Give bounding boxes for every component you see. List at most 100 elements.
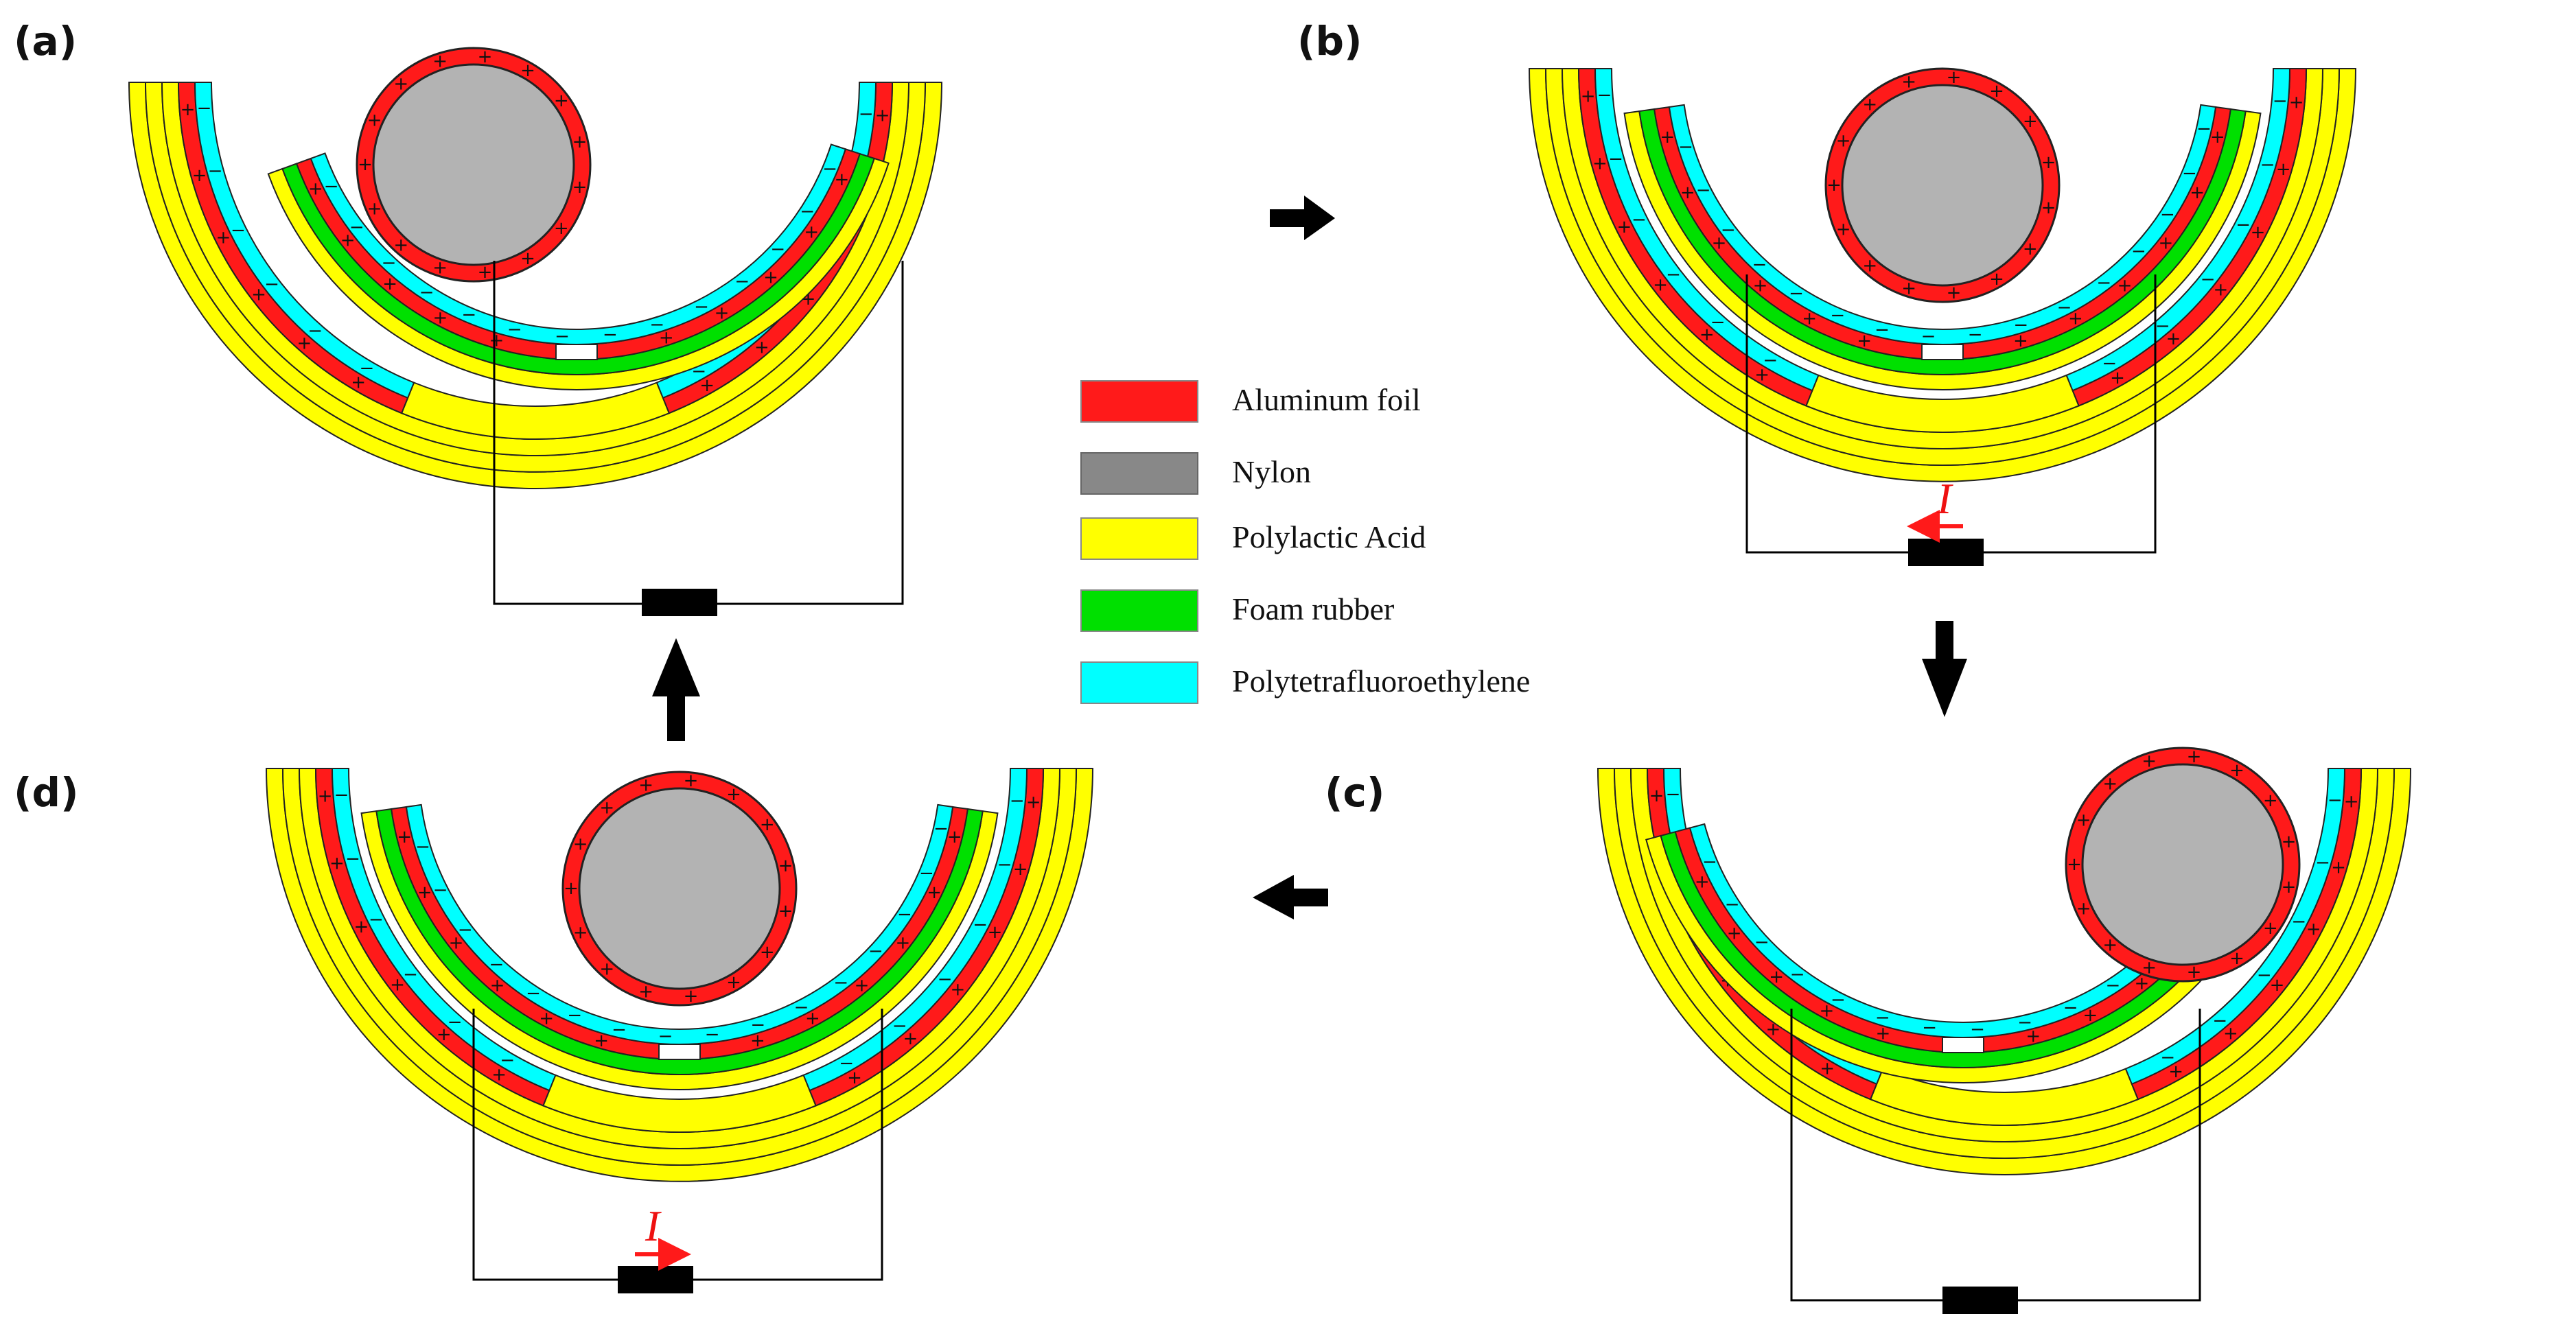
positive-charge: + [2067,854,2082,875]
negative-charge: − [500,1051,515,1071]
positive-charge: + [329,853,345,873]
positive-charge: + [1769,967,1784,987]
positive-charge: + [1802,309,1817,329]
negative-charge: − [2096,272,2111,293]
negative-charge: − [2257,965,2272,985]
negative-charge: − [2017,1013,2032,1033]
positive-charge: + [1820,1059,1835,1079]
pla-layer [400,382,671,441]
negative-charge: − [2013,315,2028,336]
positive-charge: + [684,986,699,1007]
positive-charge: + [354,917,369,937]
positive-charge: + [947,827,962,847]
positive-charge: + [594,1031,609,1051]
negative-charge: − [1830,305,1845,326]
nylon-roller: +++++++++++++++ [356,47,592,283]
positive-charge: + [358,154,373,175]
legend-label: Foam rubber [1232,591,1394,626]
panel-label: (c) [1325,769,1384,816]
negative-charge: − [2160,204,2175,225]
legend-swatch [1080,380,1198,423]
ptfe-layer [194,82,415,399]
positive-charge: + [1753,275,1768,296]
negative-charge: − [603,325,618,345]
legend-item-nylon: Nylon [1080,452,1311,495]
positive-charge: + [1989,81,2004,102]
positive-charge: + [1862,95,1877,115]
negative-charge: − [919,863,934,884]
negative-charge: − [526,983,541,1004]
positive-charge: + [1989,269,2004,290]
legend-label: Nylon [1232,454,1311,489]
negative-charge: − [2106,975,2121,996]
positive-charge: + [2041,198,2056,218]
positive-charge: + [835,169,850,190]
positive-charge: + [1754,364,1769,385]
negative-charge: − [658,1026,673,1046]
negative-charge: − [2063,998,2078,1018]
negative-charge: − [794,997,809,1018]
positive-charge: + [1836,219,1851,239]
negative-charge: − [308,320,323,341]
positive-charge: + [2068,309,2083,329]
positive-charge: + [397,827,412,847]
positive-charge: + [1592,153,1608,174]
negative-charge: − [2155,316,2170,337]
positive-charge: + [638,981,653,1002]
positive-charge: + [2135,973,2150,994]
load-resistor [1942,1287,2018,1314]
negative-charge: − [1754,932,1769,952]
positive-charge: + [599,798,614,819]
positive-charge: + [192,165,207,186]
current-label: I [1936,474,1953,523]
positive-charge: + [2026,1026,2041,1046]
negative-charge: − [612,1020,627,1040]
positive-charge: + [478,262,493,283]
negative-charge: − [1597,85,1612,106]
positive-charge: + [1699,325,1715,345]
positive-charge: + [318,786,333,807]
positive-charge: + [490,975,505,996]
negative-charge: − [750,1015,765,1035]
positive-charge: + [1826,175,1842,196]
negative-charge: − [2212,1011,2227,1031]
negative-charge: − [839,1053,854,1074]
outer-arc-assembly: ++++++−−−−−−++++++−−−−−− [265,768,1094,1182]
negative-charge: − [419,282,434,303]
negative-charge: − [448,1012,463,1033]
positive-charge: + [432,257,448,278]
negative-charge: − [1710,312,1726,333]
positive-charge: + [2013,331,2028,351]
negative-charge: − [2057,297,2072,318]
nylon-roller: +++++++++++++++ [1824,67,2061,303]
negative-charge: − [2131,242,2146,262]
flow-arrow-up [652,638,700,741]
ptfe-layer [1689,823,2227,1038]
positive-charge: + [2213,279,2228,300]
negative-charge: − [1789,283,1804,304]
negative-charge: − [461,305,476,325]
negative-charge: − [1702,852,1717,873]
positive-charge: + [382,274,397,294]
positive-charge: + [2282,832,2297,852]
negative-charge: − [997,854,1012,875]
inner-arc-assembly: −−−−−−−−−−−−−−++++++++++ [267,143,890,390]
legend-label: Polytetrafluoroethylene [1232,664,1530,699]
positive-charge: + [1617,217,1632,237]
positive-charge: + [896,932,911,953]
negative-charge: − [734,271,750,292]
positive-charge: + [1947,67,1962,88]
positive-charge: + [2229,948,2244,969]
legend-swatch [1080,661,1198,704]
negative-charge: − [2160,1047,2175,1068]
electrode-gap [1942,1037,1984,1053]
positive-charge: + [1876,1024,1891,1044]
positive-charge: + [715,303,730,323]
positive-charge: + [750,1031,765,1051]
flow-arrow-right [1270,196,1335,240]
negative-charge: − [369,909,384,930]
negative-charge: − [1831,989,1846,1010]
negative-charge: − [800,201,815,222]
positive-charge: + [2210,127,2225,148]
